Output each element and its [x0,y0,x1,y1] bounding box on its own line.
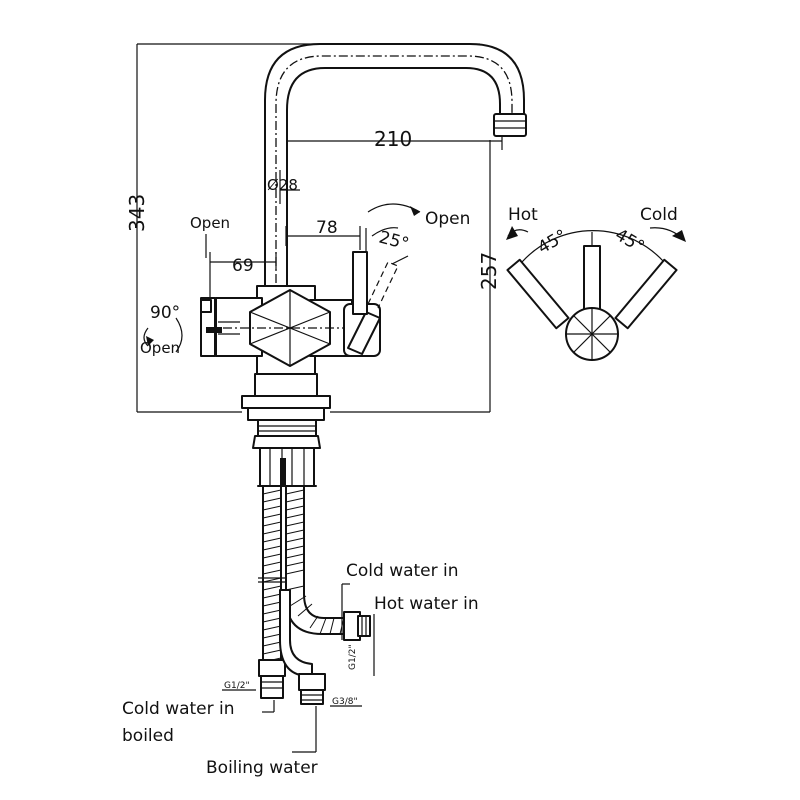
label-hot-water-in: Hot water in [374,594,479,614]
dim-343: 343 [125,194,149,232]
turn-arrow-icon [175,317,183,353]
dim-diameter: Ø28 [267,176,298,194]
angle-lever: 25° [377,228,411,255]
dim-69: 69 [232,256,254,276]
label-boiling-water: Boiling water [206,758,318,778]
thread-left: G1/2" [224,681,250,691]
dim-257: 257 [477,252,501,290]
angle-hot: 45° [535,226,571,258]
label-cold-water-in-boiled: Cold water in [122,699,235,719]
spout [264,43,527,301]
hoses [258,485,371,705]
labels: 343 210 Ø28 78 69 257 25° 90° 45° 45° Op… [122,127,678,778]
thread-boiling: G3/8" [332,697,358,707]
rotation-arrows [143,203,686,353]
label-open-knob: Open [140,339,180,357]
label-cold-water-in: Cold water in [346,561,459,581]
thread-right: G1/2" [348,644,358,670]
label-open-top: Open [190,214,230,232]
handle-top-view [506,230,678,361]
label-open-lever: Open [425,209,470,229]
tap-body [200,285,354,421]
lever-handle [343,251,409,357]
dim-78: 78 [316,218,338,238]
label-hot: Hot [508,205,538,225]
angle-cold: 45° [612,225,648,257]
mounting-shank [252,419,321,487]
leader-lines [222,583,375,753]
dim-210: 210 [374,127,412,151]
label-cold: Cold [640,205,678,225]
angle-knob: 90° [150,303,180,323]
label-boiled: boiled [122,726,174,746]
